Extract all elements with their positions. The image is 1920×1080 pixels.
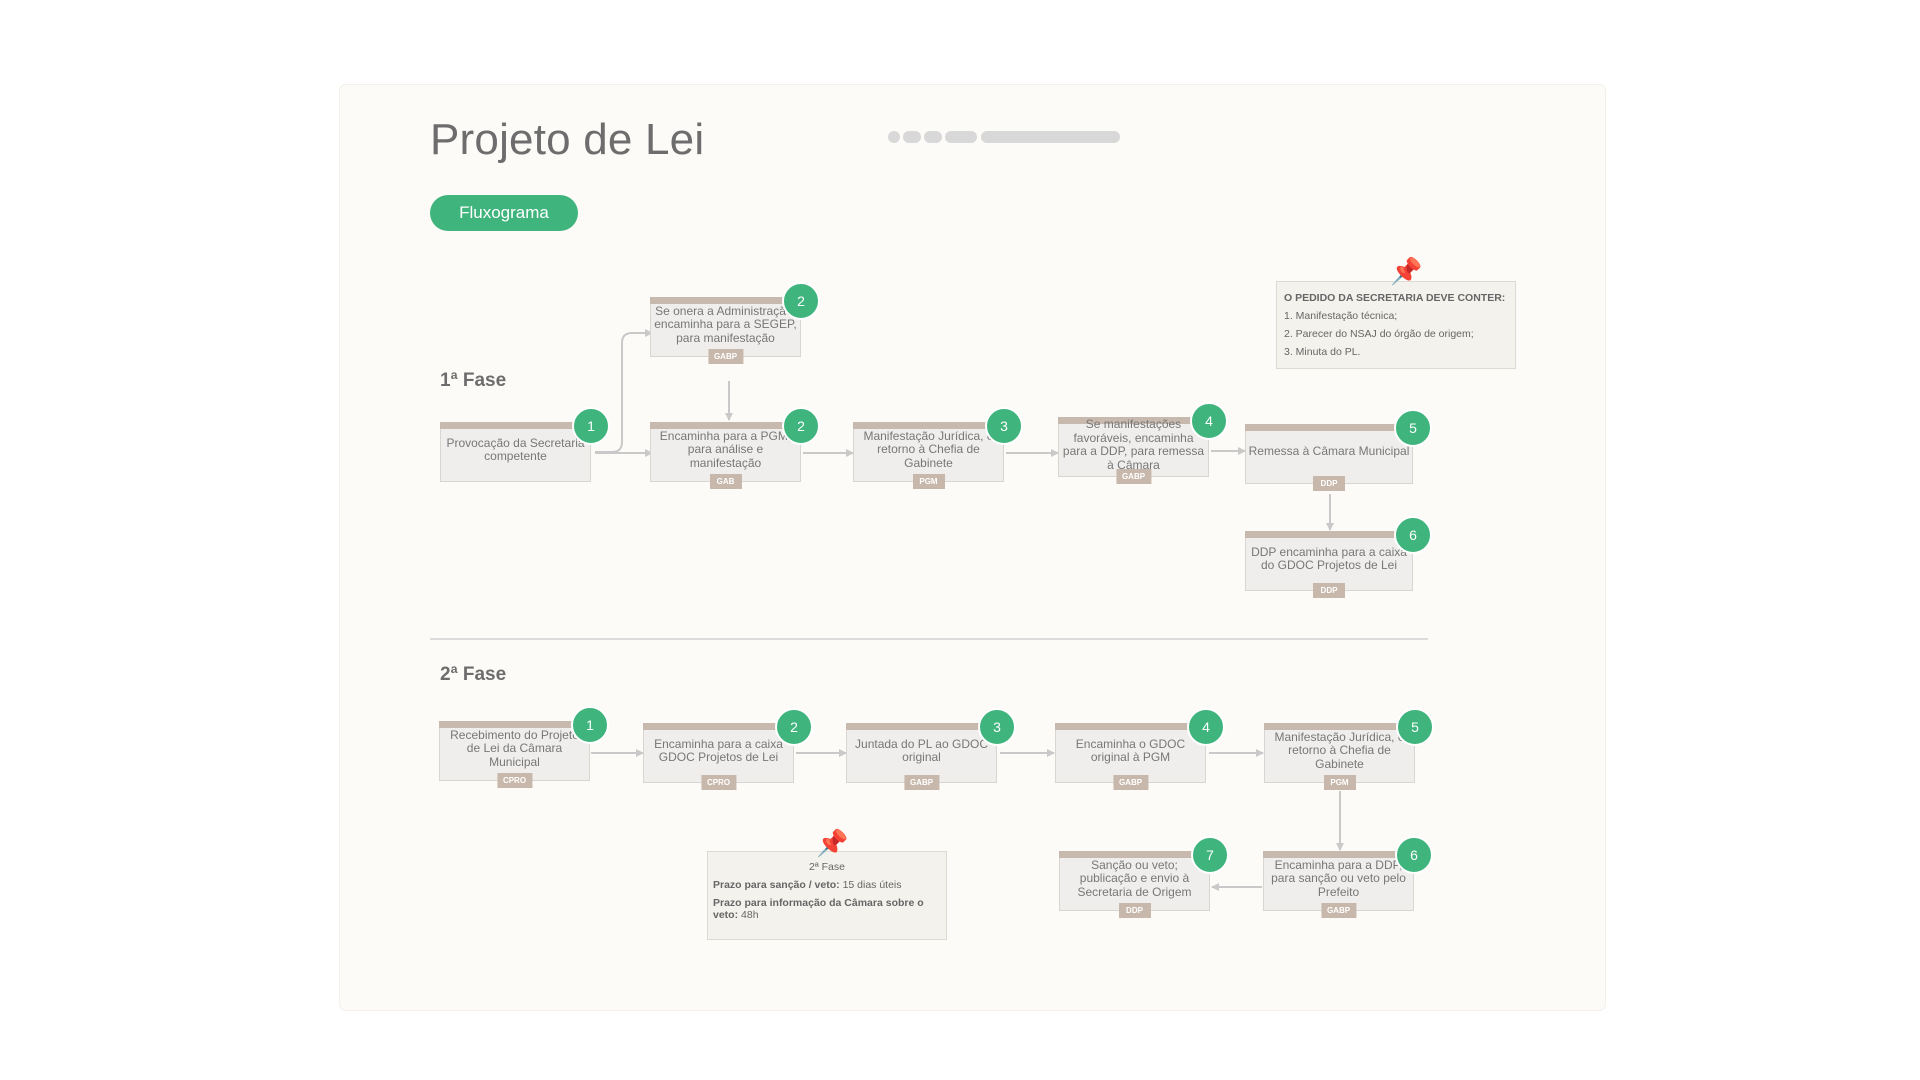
sanction-label: Prazo para sanção / veto: xyxy=(713,879,840,891)
step-number-badge: 1 xyxy=(571,706,609,744)
node-text: Encaminha para a caixa GDOC Projetos de … xyxy=(654,736,783,764)
node-header-bar xyxy=(650,297,801,304)
note-item: 3. Minuta do PL. xyxy=(1284,346,1361,358)
step-number-badge: 6 xyxy=(1395,836,1433,874)
node-header-bar xyxy=(1263,851,1414,858)
flow-node-phase1-step1[interactable]: Provocação da Secretaria competente 1 xyxy=(440,407,610,482)
flow-node-phase2-step6[interactable]: Encaminha para a DDP, para sanção ou vet… xyxy=(1263,836,1433,918)
step-number-badge: 3 xyxy=(985,407,1023,445)
veto-value: 48h xyxy=(741,909,759,921)
step-number-badge: 4 xyxy=(1187,708,1225,746)
phase-2-label: 2ª Fase xyxy=(440,664,507,685)
flow-node-phase1-step6[interactable]: DDP encaminha para a caixa do GDOC Proje… xyxy=(1245,516,1432,598)
flow-node-phase2-step1[interactable]: Recebimento do Projeto de Lei da Câmara … xyxy=(439,706,609,788)
department-tag: CPRO xyxy=(496,773,533,788)
node-text: Juntada do PL ao GDOC original xyxy=(855,736,988,764)
flow-node-phase1-step5[interactable]: Remessa à Câmara Municipal DDP 5 xyxy=(1245,409,1432,491)
node-text: Se onera a Administração, encaminha para… xyxy=(654,303,797,345)
step-number-badge: 6 xyxy=(1394,516,1432,554)
department-tag: DDP xyxy=(1313,476,1345,491)
progress-segment xyxy=(981,131,1120,143)
node-header-bar xyxy=(853,422,1004,429)
node-header-bar xyxy=(1264,723,1415,730)
pushpin-icon: 📌 xyxy=(816,828,849,858)
veto-deadline: Prazo para informação da Câmara sobre o … xyxy=(713,897,941,921)
sanction-deadline: Prazo para sanção / veto: 15 dias úteis xyxy=(713,879,941,891)
fluxograma-tab-button[interactable]: Fluxograma xyxy=(430,195,578,231)
node-text: Manifestação Jurídica, e retorno à Chefi… xyxy=(863,428,994,470)
department-tag: GABP xyxy=(903,775,940,790)
node-text: Encaminha para a DDP, para sanção ou vet… xyxy=(1271,857,1406,899)
note-item: 2. Parecer do NSAJ do órgão de origem; xyxy=(1284,328,1474,340)
progress-segment xyxy=(903,131,921,143)
veto-label: Prazo para informação da Câmara sobre o … xyxy=(713,897,924,921)
step-number-badge: 5 xyxy=(1394,409,1432,447)
department-tag: DDP xyxy=(1313,583,1345,598)
step-number-badge: 5 xyxy=(1396,708,1434,746)
progress-segment xyxy=(924,131,942,143)
node-header-bar xyxy=(1245,424,1413,431)
department-tag: GABP xyxy=(1115,469,1152,484)
flow-node-phase2-step7[interactable]: Sanção ou veto; publicação e envio à Sec… xyxy=(1059,836,1229,918)
page-title: Projeto de Lei xyxy=(430,115,705,164)
department-tag: CPRO xyxy=(700,775,737,790)
flow-node-phase1-step2b[interactable]: Encaminha para a PGM, para análise e man… xyxy=(650,407,820,489)
node-text: Recebimento do Projeto de Lei da Câmara … xyxy=(450,727,579,769)
department-tag: DDP xyxy=(1118,903,1151,918)
department-tag: GABP xyxy=(1320,903,1357,918)
pushpin-icon: 📌 xyxy=(1390,256,1423,286)
node-header-bar xyxy=(1058,417,1209,424)
node-text: Provocação da Secretaria competente xyxy=(446,435,585,463)
node-header-bar xyxy=(1055,723,1206,730)
deadlines-note: 📌 2ª Fase Prazo para sanção / veto: 15 d… xyxy=(707,830,947,940)
department-tag: PGM xyxy=(912,474,945,489)
step-number-badge: 3 xyxy=(978,708,1016,746)
department-tag: GAB xyxy=(709,474,742,489)
step-number-badge: 4 xyxy=(1190,402,1228,440)
node-header-bar xyxy=(440,422,591,429)
flow-node-phase2-step3[interactable]: Juntada do PL ao GDOC original GABP 3 xyxy=(846,708,1016,790)
node-header-bar xyxy=(439,721,590,728)
node-header-bar xyxy=(643,723,794,730)
step-number-badge: 2 xyxy=(782,407,820,445)
flow-node-phase1-step4[interactable]: Se manifestações favoráveis, encaminha p… xyxy=(1058,402,1228,484)
node-text: Manifestação Jurídica, e retorno à Chefi… xyxy=(1274,729,1405,771)
flow-node-phase2-step5[interactable]: Manifestação Jurídica, e retorno à Chefi… xyxy=(1264,708,1434,790)
note-heading: O PEDIDO DA SECRETARIA DEVE CONTER: xyxy=(1284,292,1506,304)
node-header-bar xyxy=(1245,531,1413,538)
progress-segment xyxy=(945,131,977,143)
department-tag: GABP xyxy=(1112,775,1149,790)
flow-node-phase1-step2a[interactable]: Se onera a Administração, encaminha para… xyxy=(650,282,820,364)
flow-node-phase2-step4[interactable]: Encaminha o GDOC original à PGM GABP 4 xyxy=(1055,708,1225,790)
step-number-badge: 2 xyxy=(775,708,813,746)
flow-node-phase1-step3[interactable]: Manifestação Jurídica, e retorno à Chefi… xyxy=(853,407,1023,489)
phase-1-label: 1ª Fase xyxy=(440,370,507,391)
progress-segment xyxy=(888,131,900,143)
node-header-bar xyxy=(650,422,801,429)
flow-node-phase2-step2[interactable]: Encaminha para a caixa GDOC Projetos de … xyxy=(643,708,813,790)
sanction-value: 15 dias úteis xyxy=(842,879,902,891)
node-text: Encaminha o GDOC original à PGM xyxy=(1075,736,1186,764)
node-text: Se manifestações favoráveis, encaminha p… xyxy=(1062,417,1205,472)
node-text: Encaminha para a PGM, para análise e man… xyxy=(659,428,792,470)
department-tag: PGM xyxy=(1323,775,1356,790)
node-header-bar xyxy=(846,723,997,730)
phase-divider xyxy=(430,638,1428,640)
node-text: DDP encaminha para a caixa do GDOC Proje… xyxy=(1251,544,1407,572)
node-text: Sanção ou veto; publicação e envio à Sec… xyxy=(1077,857,1192,899)
step-number-badge: 7 xyxy=(1191,836,1229,874)
requirements-note: 📌 O PEDIDO DA SECRETARIA DEVE CONTER: 1.… xyxy=(1276,258,1516,369)
node-header-bar xyxy=(1059,851,1210,858)
step-number-badge: 1 xyxy=(572,407,610,445)
note-heading: 2ª Fase xyxy=(809,861,845,873)
department-tag: GABP xyxy=(707,349,744,364)
note-item: 1. Manifestação técnica; xyxy=(1284,310,1398,322)
node-text: Remessa à Câmara Municipal xyxy=(1248,444,1410,459)
step-number-badge: 2 xyxy=(782,282,820,320)
